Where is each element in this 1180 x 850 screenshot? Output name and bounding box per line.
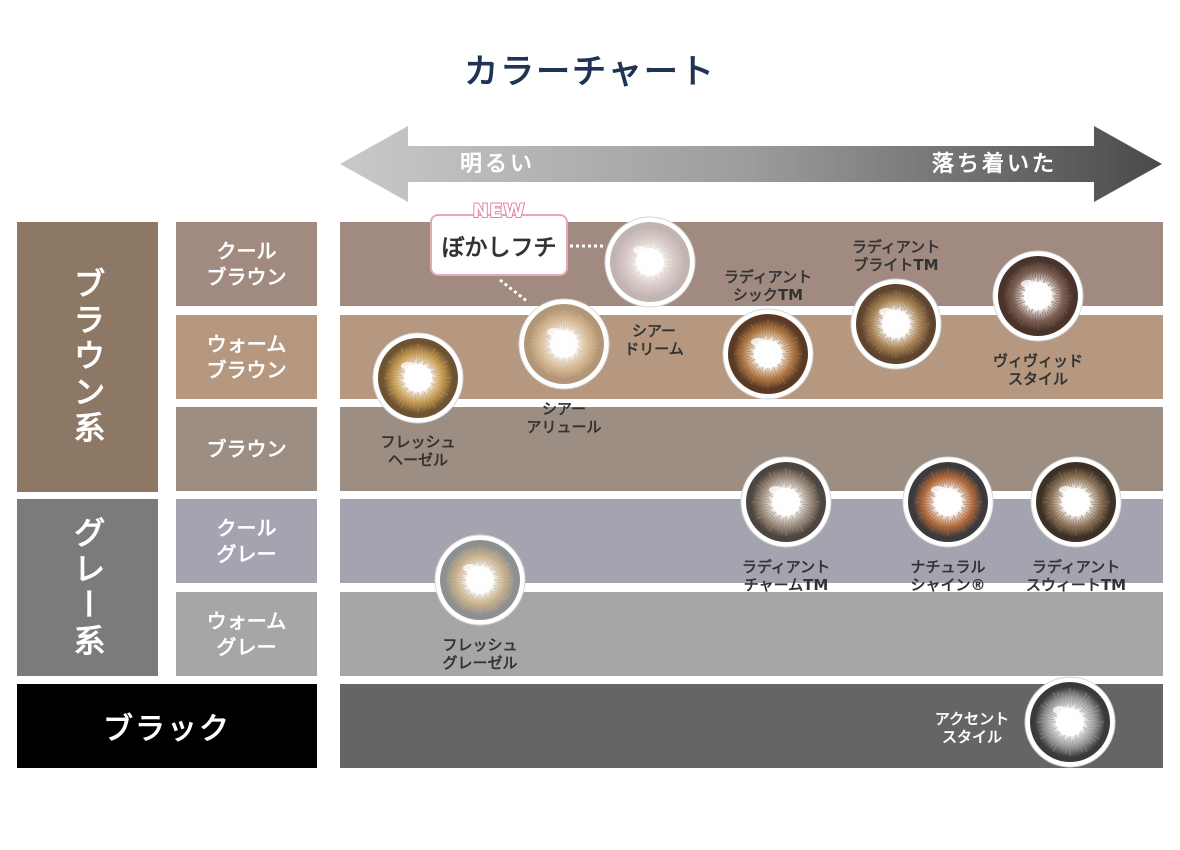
sub-warm-brown: ウォーム ブラウン: [176, 315, 317, 399]
lens-label-fresh-grayzel: フレッシュ グレーゼル: [442, 636, 518, 672]
lens-sheer-dream: [604, 216, 696, 308]
sub-brown: ブラウン: [176, 407, 317, 491]
lens-natural-shine: [902, 456, 994, 548]
axis-calm-label: 落ち着いた: [932, 152, 1058, 177]
lens-label-radiant-chic: ラディアント シックTM: [723, 268, 813, 304]
lens-label-natural-shine: ナチュラル シャイン®: [910, 558, 986, 594]
category-brown: ブラウン系: [17, 222, 158, 492]
lens-label-radiant-bright: ラディアント ブライトTM: [851, 238, 941, 274]
axis-bright-label: 明るい: [460, 152, 536, 177]
category-grey: グレー系: [17, 499, 158, 676]
lens-fresh-grayzel: [434, 534, 526, 626]
lens-label-accent-style: アクセント スタイル: [934, 710, 1010, 746]
new-callout-box: ぼかしフチ: [430, 214, 568, 276]
lens-radiant-charm: [740, 456, 832, 548]
lens-sheer-allure: [518, 298, 610, 390]
lens-radiant-sweet: [1030, 456, 1122, 548]
lens-label-fresh-hazel: フレッシュ ヘーゼル: [380, 433, 456, 469]
lens-label-sheer-allure: シアー アリュール: [526, 400, 602, 436]
lens-vivid-style: [992, 250, 1084, 342]
sub-cool-brown: クール ブラウン: [176, 222, 317, 306]
brightness-arrow: [340, 126, 1162, 202]
lens-fresh-hazel: [372, 332, 464, 424]
lens-radiant-chic: [722, 308, 814, 400]
lens-label-radiant-charm: ラディアント チャームTM: [741, 558, 831, 594]
sub-cool-grey: クール グレー: [176, 499, 317, 583]
lens-label-vivid-style: ヴィヴィッド スタイル: [992, 352, 1083, 388]
new-badge: NEW: [472, 199, 526, 223]
lens-label-sheer-dream: シアー ドリーム: [624, 322, 684, 358]
lens-label-radiant-sweet: ラディアント スウィートTM: [1025, 558, 1127, 594]
category-black: ブラック: [17, 684, 317, 768]
new-callout-text: ぼかしフチ: [441, 235, 557, 261]
lens-radiant-bright: [850, 278, 942, 370]
page-title: カラーチャート: [464, 52, 716, 92]
sub-warm-grey: ウォーム グレー: [176, 592, 317, 676]
lens-accent-style: [1024, 676, 1116, 768]
